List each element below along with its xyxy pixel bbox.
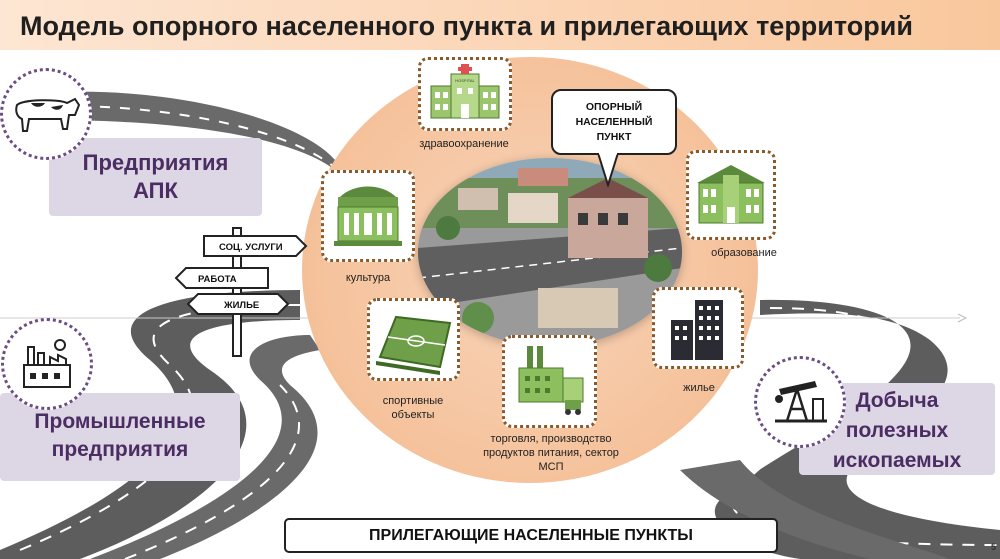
education-tile bbox=[686, 150, 776, 240]
slide-title: Модель опорного населенного пункта и при… bbox=[20, 11, 913, 41]
sport-field-icon bbox=[376, 315, 452, 375]
signpost-icon bbox=[174, 227, 308, 357]
hub-settlement-callout: ОПОРНЫЙ НАСЕЛЕННЫЙ ПУНКТ bbox=[551, 89, 677, 155]
cow-icon bbox=[0, 68, 92, 160]
school-icon bbox=[697, 165, 765, 224]
oil-pump-icon bbox=[754, 356, 846, 448]
sign-social-services: СОЦ. УСЛУГИ bbox=[219, 242, 283, 253]
trade-label: торговля, производство продуктов питания… bbox=[483, 433, 619, 473]
healthcare-tile: HOSPITAL bbox=[418, 57, 512, 131]
healthcare-label: здравоохранение bbox=[419, 138, 509, 150]
sport-tile bbox=[367, 298, 460, 381]
apk-enterprises-label: Предприятия АПК bbox=[49, 138, 262, 216]
factory-building-icon bbox=[518, 346, 584, 415]
apartment-buildings-icon bbox=[671, 300, 723, 360]
callout-pointer bbox=[597, 153, 619, 187]
trade-tile bbox=[502, 335, 597, 428]
hospital-sign: HOSPITAL bbox=[455, 78, 475, 83]
housing-label: жилье bbox=[683, 382, 715, 394]
culture-tile bbox=[321, 170, 415, 262]
culture-label: культура bbox=[345, 272, 391, 284]
page-number: 5 bbox=[990, 542, 996, 552]
education-label: образование bbox=[711, 247, 777, 259]
housing-tile bbox=[652, 287, 744, 369]
adjacent-settlements-label: ПРИЛЕГАЮЩИЕ НАСЕЛЕННЫЕ ПУНКТЫ bbox=[284, 518, 778, 553]
factory-icon bbox=[1, 318, 93, 410]
sport-label: спортивные объекты bbox=[382, 395, 444, 421]
sign-housing: ЖИЛЬЕ bbox=[224, 300, 260, 311]
town-aerial-image bbox=[418, 158, 682, 346]
theater-icon bbox=[334, 186, 402, 246]
sign-work: РАБОТА bbox=[198, 274, 237, 285]
hospital-icon: HOSPITAL bbox=[430, 64, 500, 119]
title-bar bbox=[0, 0, 1000, 50]
